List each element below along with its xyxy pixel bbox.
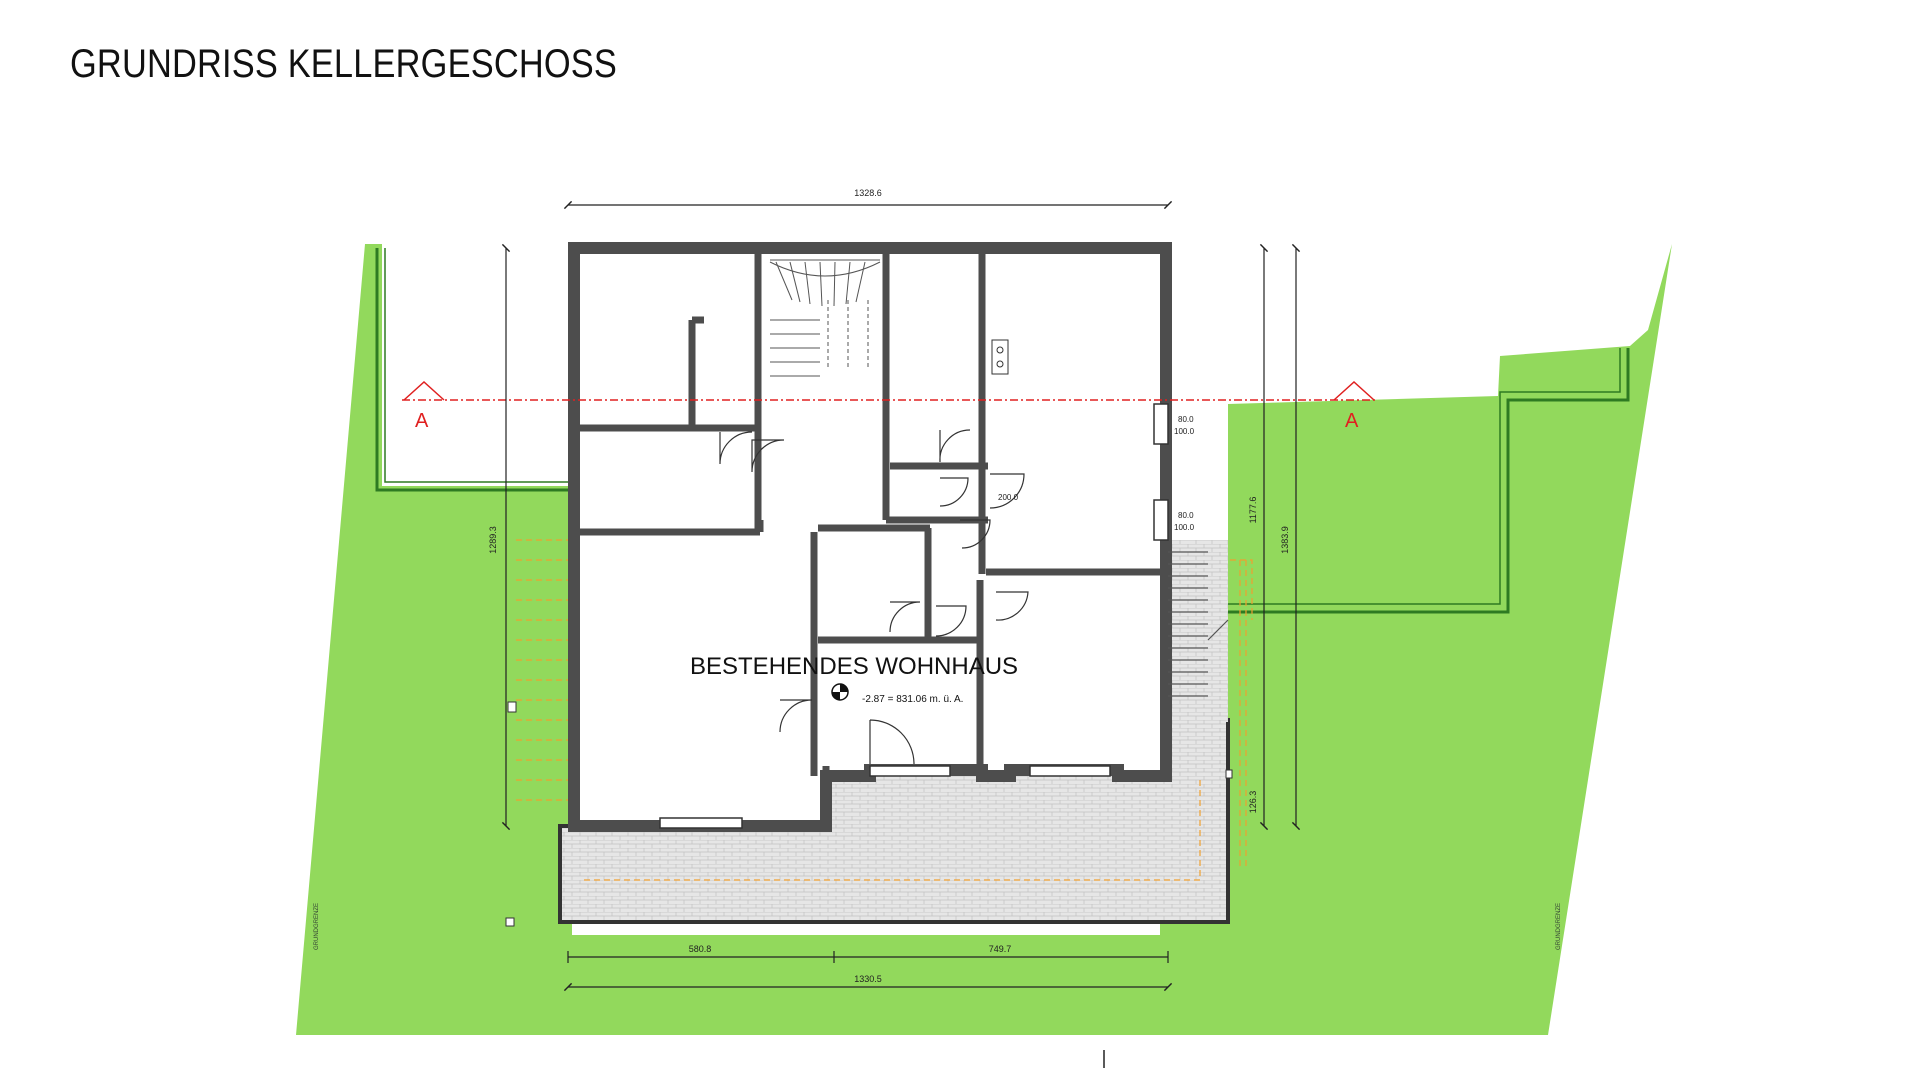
section-marker-left: A bbox=[415, 410, 429, 432]
dimension-lines bbox=[501, 200, 1301, 992]
section-marker-right: A bbox=[1345, 410, 1359, 432]
window-label-2-line1: 80.0 bbox=[1178, 511, 1194, 520]
level-label: -2.87 = 831.06 m. ü. A. bbox=[862, 694, 963, 705]
retaining-wall-left bbox=[375, 248, 572, 492]
dim-right-small: 126.3 bbox=[1248, 791, 1258, 814]
dim-right-outer: 1383.9 bbox=[1280, 526, 1290, 554]
doors bbox=[719, 429, 1029, 765]
interior-walls bbox=[580, 252, 1162, 776]
dim-bottom-right: 749.7 bbox=[989, 944, 1012, 954]
orange-dashed-lines bbox=[516, 539, 1253, 881]
staircase bbox=[769, 259, 881, 377]
dim-bottom-total: 1330.5 bbox=[854, 974, 882, 984]
section-line bbox=[402, 380, 1378, 401]
fixtures bbox=[505, 339, 1233, 927]
retaining-wall-right bbox=[1228, 348, 1630, 614]
building-walls bbox=[568, 242, 1172, 832]
outdoor-stair bbox=[1168, 551, 1229, 697]
dim-right-inner: 1177.6 bbox=[1248, 497, 1258, 524]
dim-bottom-left: 580.8 bbox=[689, 944, 712, 954]
windows bbox=[659, 403, 1169, 829]
window-label-2-line2: 100.0 bbox=[1174, 523, 1195, 532]
level-marker-icon bbox=[831, 683, 849, 701]
boundary-label-left: GRUNDGRENZE bbox=[314, 903, 320, 950]
house-label: BESTEHENDES WOHNHAUS bbox=[690, 653, 1018, 680]
window-label-1-line1: 80.0 bbox=[1178, 415, 1194, 424]
page-title: GRUNDRISS KELLERGESCHOSS bbox=[70, 42, 618, 86]
dim-top-width: 1328.6 bbox=[854, 188, 882, 198]
dim-left-height: 1289.3 bbox=[488, 526, 498, 554]
door-label: 200.0 bbox=[998, 493, 1019, 502]
boundary-label-right: GRUNDGRENZE bbox=[1556, 903, 1562, 950]
window-label-1-line2: 100.0 bbox=[1174, 427, 1195, 436]
